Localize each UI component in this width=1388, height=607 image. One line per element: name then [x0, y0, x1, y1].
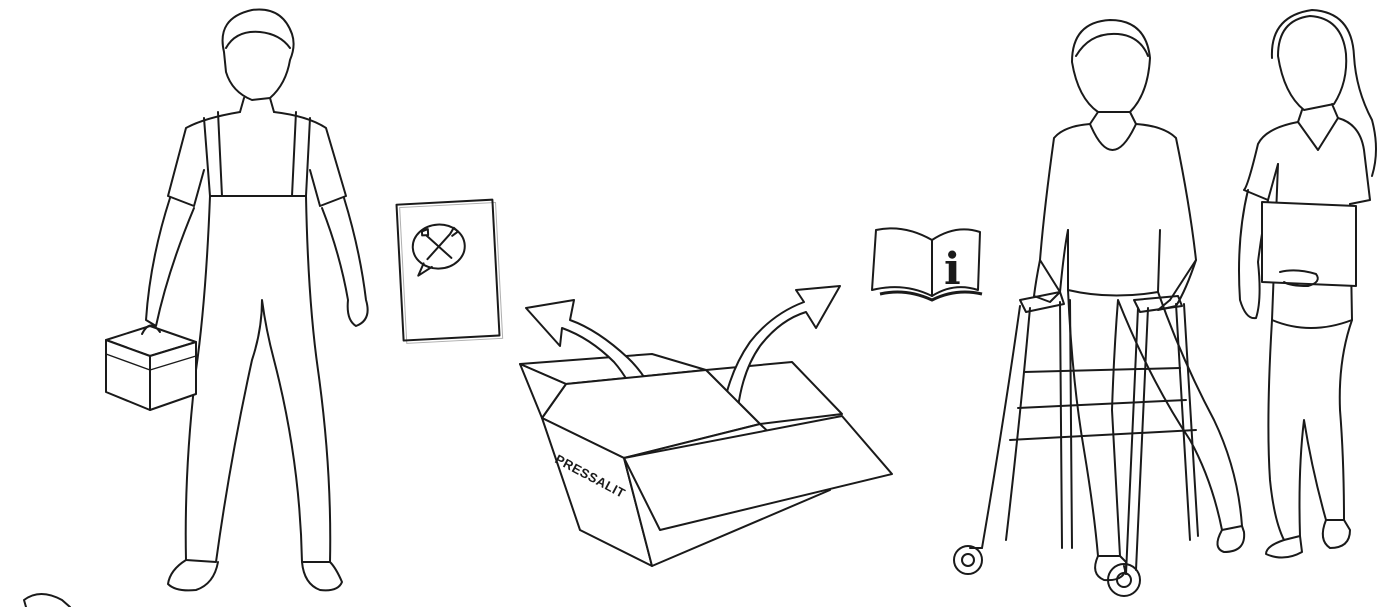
user-manual-icon: i — [872, 228, 982, 300]
toolbox-icon — [106, 325, 196, 410]
installer-figure — [146, 10, 368, 591]
installation-sheet — [397, 200, 503, 344]
info-glyph: i — [944, 244, 961, 295]
partial-corner-icon — [24, 594, 70, 607]
pressalit-box: PRESSALIT — [520, 286, 892, 566]
caregiver-folder-icon — [1262, 202, 1356, 286]
walker-icon — [954, 292, 1198, 596]
